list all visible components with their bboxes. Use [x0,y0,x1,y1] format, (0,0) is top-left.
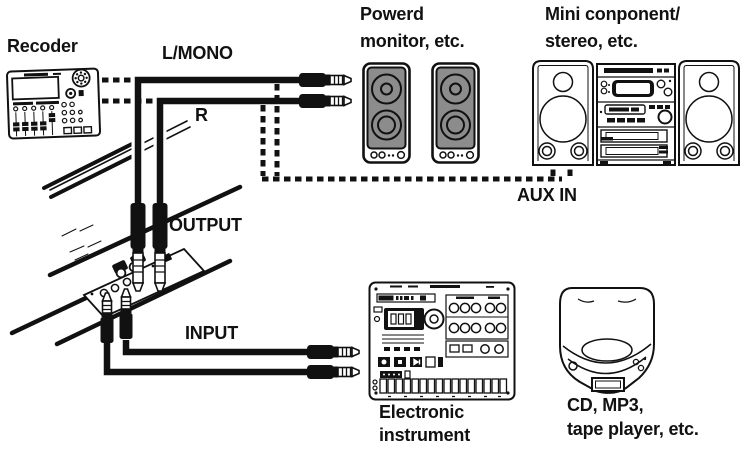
mini-center-unit [596,63,676,166]
cd-player-illustration [559,287,655,394]
l-mono-cable-label: L/MONO [162,43,233,63]
mini-component-label: Mini conponent/ stereo, etc. [545,4,680,51]
input-plug-l-icon [99,292,115,344]
cd-player-label: CD, MP3, tape player, etc. [567,395,699,440]
input-plug-r-icon [118,288,134,340]
aux-in-label: AUX IN [517,185,577,205]
mini-left-speaker [532,60,594,166]
powered-monitor-label: Powerd monitor, etc. [360,4,465,51]
r-cable-label: R [195,105,208,125]
monitor-plug-l-icon [298,72,352,88]
output-cables [131,73,300,210]
mini-component-illustration [532,60,740,166]
mini-right-speaker [678,60,740,166]
electronic-instrument-label: Electronic instrument [379,402,471,445]
output-plug-r-icon [151,202,169,292]
recorder-label: Recoder [7,36,78,56]
electronic-instrument-illustration [368,281,516,401]
instrument-plug-r-icon [306,364,360,380]
input-jack-label: INPUT [185,323,239,343]
instrument-plug-l-icon [306,344,360,360]
recorder-illustration [6,67,102,140]
input-cables [100,340,308,379]
powered-monitor-illustration [362,62,480,164]
jack-panel [82,247,206,319]
monitor-plug-r-icon [298,93,352,109]
output-plug-l-icon [129,202,147,292]
output-jack-label: OUTPUT [169,215,242,235]
